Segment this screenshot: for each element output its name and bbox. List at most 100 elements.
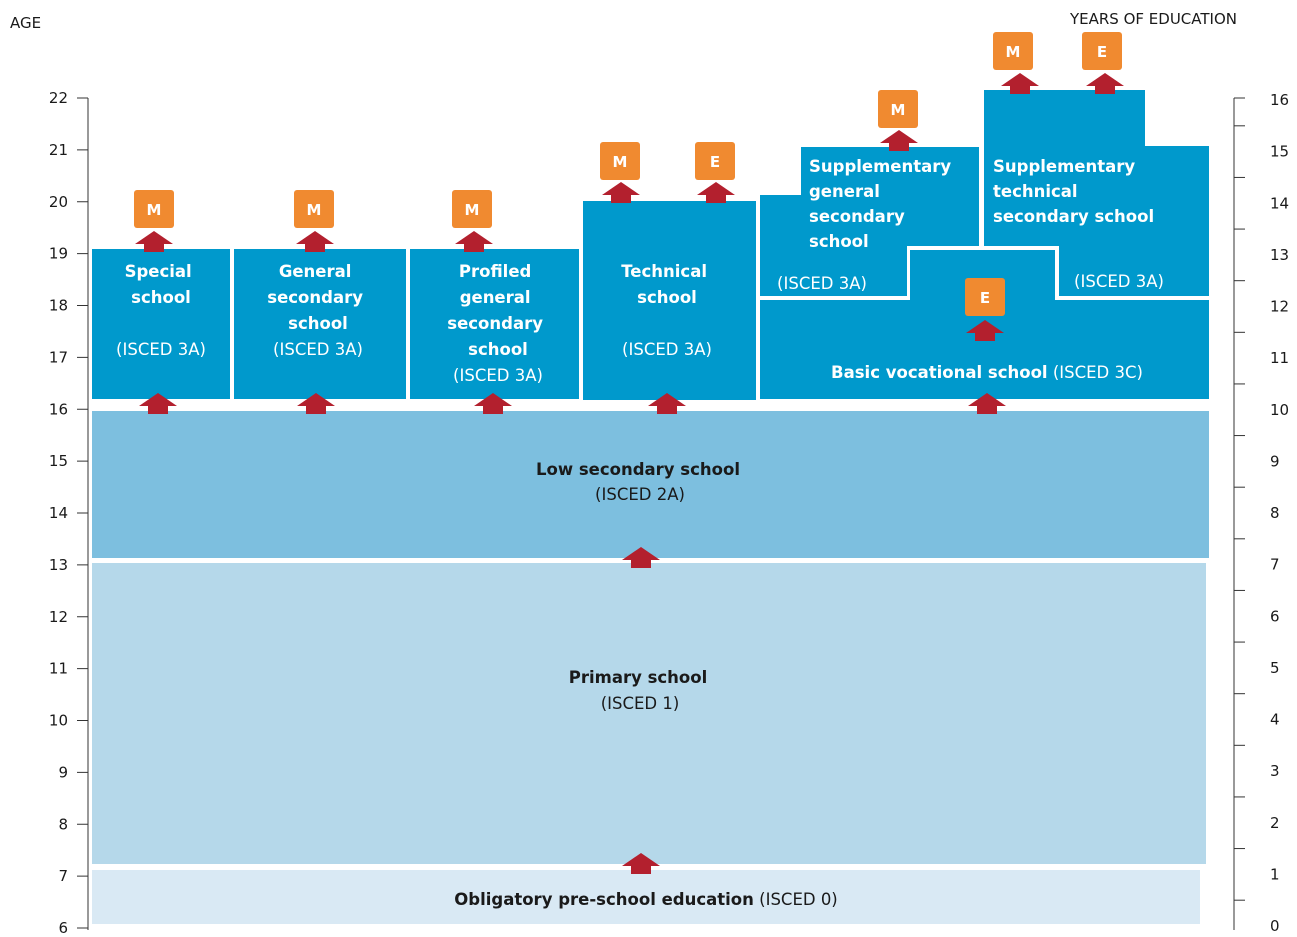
supplementary-technical-block xyxy=(984,90,1209,296)
age-tick-label: 15 xyxy=(49,452,68,470)
right-axis-title: YEARS OF EDUCATION xyxy=(1069,10,1237,28)
age-tick-label: 9 xyxy=(58,763,68,781)
arrow-vocational-exit xyxy=(966,320,1004,341)
arrow-to-special-school xyxy=(139,393,177,414)
arrow-supp-technical-exit-e xyxy=(1086,73,1124,94)
years-tick-label: 0 xyxy=(1270,917,1280,935)
supplementary-technical-isced: (ISCED 3A) xyxy=(1074,272,1164,291)
years-tick-label: 8 xyxy=(1270,504,1280,522)
badge-general-letter: M xyxy=(307,201,322,219)
special-school-isced: (ISCED 3A) xyxy=(116,340,206,359)
general-secondary-block xyxy=(234,249,406,399)
basic-vocational-label: Basic vocational school (ISCED 3C) xyxy=(831,363,1143,382)
age-tick-label: 17 xyxy=(49,348,68,366)
badge-special xyxy=(134,190,174,228)
badge-supp-technical-m xyxy=(993,32,1033,70)
badge-vocational-letter: E xyxy=(980,289,990,307)
badge-supp-technical-m-letter: M xyxy=(1006,43,1021,61)
general-secondary-title: General secondary school xyxy=(267,262,368,333)
years-tick-label: 4 xyxy=(1270,711,1280,729)
supplementary-general-block xyxy=(760,147,979,296)
years-tick-label: 12 xyxy=(1270,298,1289,316)
years-tick-label: 15 xyxy=(1270,143,1289,161)
primary-isced: (ISCED 1) xyxy=(601,694,680,713)
badge-supp-technical-e xyxy=(1082,32,1122,70)
arrow-general-exit xyxy=(296,231,334,252)
age-tick-label: 18 xyxy=(49,297,68,315)
badge-profiled xyxy=(452,190,492,228)
years-tick-label: 11 xyxy=(1270,349,1289,367)
age-tick-label: 14 xyxy=(49,504,68,522)
arrow-supp-technical-exit-m xyxy=(1001,73,1039,94)
age-tick-label: 11 xyxy=(49,660,68,678)
badge-supp-general xyxy=(878,90,918,128)
supplementary-general-isced: (ISCED 3A) xyxy=(777,274,867,293)
age-tick-label: 20 xyxy=(49,193,68,211)
special-school-title: Special school xyxy=(125,262,198,307)
arrow-primary-to-low-secondary xyxy=(622,547,660,568)
arrow-to-general-secondary xyxy=(297,393,335,414)
age-tick-label: 8 xyxy=(58,815,68,833)
badge-technical-e xyxy=(695,142,735,180)
general-secondary-isced: (ISCED 3A) xyxy=(273,340,363,359)
low-secondary-block xyxy=(92,411,1209,558)
low-secondary-title: Low secondary school xyxy=(536,460,740,479)
arrow-technical-exit-m xyxy=(602,182,640,203)
supplementary-general-title: Supplementary general secondary school xyxy=(809,157,957,251)
left-axis-title: AGE xyxy=(10,14,41,32)
preschool-label: Obligatory pre-school education (ISCED 0… xyxy=(454,890,838,909)
years-tick-label: 14 xyxy=(1270,194,1289,212)
technical-school-isced: (ISCED 3A) xyxy=(622,340,712,359)
badge-vocational xyxy=(965,278,1005,316)
profiled-secondary-block xyxy=(410,249,579,399)
age-tick-label: 19 xyxy=(49,245,68,263)
years-tick-label: 16 xyxy=(1270,91,1289,109)
age-tick-label: 10 xyxy=(49,712,68,730)
arrow-profiled-exit xyxy=(455,231,493,252)
technical-school-title: Technical school xyxy=(621,262,713,307)
special-school-block xyxy=(92,249,230,399)
years-tick-label: 10 xyxy=(1270,401,1289,419)
arrow-to-technical-school xyxy=(648,393,686,414)
age-tick-label: 13 xyxy=(49,556,68,574)
badge-technical-e-letter: E xyxy=(710,153,720,171)
years-tick-label: 3 xyxy=(1270,762,1280,780)
years-tick-label: 5 xyxy=(1270,659,1280,677)
supplementary-technical-title: Supplementary technical secondary school xyxy=(993,157,1154,226)
age-tick-label: 21 xyxy=(49,141,68,159)
badge-technical-m xyxy=(600,142,640,180)
primary-block xyxy=(92,563,1206,864)
age-tick-label: 12 xyxy=(49,608,68,626)
years-tick-label: 1 xyxy=(1270,865,1280,883)
badge-profiled-letter: M xyxy=(465,201,480,219)
age-tick-label: 22 xyxy=(49,89,68,107)
badge-supp-general-letter: M xyxy=(891,101,906,119)
age-tick-label: 16 xyxy=(49,400,68,418)
profiled-secondary-title: Profiled general secondary school xyxy=(447,262,548,359)
primary-title: Primary school xyxy=(569,668,708,687)
progression-arrows xyxy=(135,73,1124,874)
arrow-to-basic-vocational xyxy=(968,393,1006,414)
low-secondary-isced: (ISCED 2A) xyxy=(595,485,685,504)
years-tick-label: 2 xyxy=(1270,814,1280,832)
badge-special-letter: M xyxy=(147,201,162,219)
age-tick-label: 6 xyxy=(58,919,68,937)
preschool-block xyxy=(92,870,1200,924)
badge-general xyxy=(294,190,334,228)
years-tick-label: 7 xyxy=(1270,556,1280,574)
arrow-technical-exit-e xyxy=(697,182,735,203)
technical-school-block xyxy=(583,201,756,400)
age-tick-label: 7 xyxy=(58,867,68,885)
badge-technical-m-letter: M xyxy=(613,153,628,171)
years-tick-label: 13 xyxy=(1270,246,1289,264)
years-tick-label: 6 xyxy=(1270,607,1280,625)
arrow-special-exit xyxy=(135,231,173,252)
arrow-to-profiled-secondary xyxy=(474,393,512,414)
profiled-secondary-isced: (ISCED 3A) xyxy=(453,366,543,385)
age-axis-ticks: 6 7 8 9 10 11 12 13 14 15 16 17 18 19 20 21 22 xyxy=(49,89,88,937)
years-tick-label: 9 xyxy=(1270,452,1280,470)
arrow-preschool-to-primary xyxy=(622,853,660,874)
